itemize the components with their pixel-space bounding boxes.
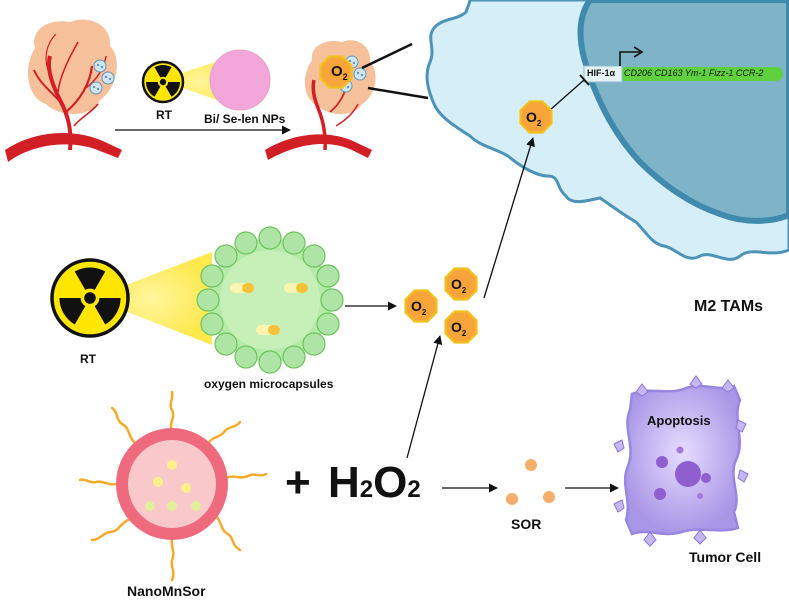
label-m2-tams: M2 TAMs xyxy=(694,298,764,315)
arrow-to-macrophage xyxy=(483,137,535,299)
label-h2o2: H2O2 xyxy=(328,458,421,508)
cancer-cell-icon xyxy=(89,81,103,95)
o2-sub: 2 xyxy=(536,118,542,128)
label-tumor-cell: Tumor Cell xyxy=(689,549,762,565)
tumor-vessel-right xyxy=(265,40,376,160)
tumor-vessel-left xyxy=(5,19,122,162)
radiation-icon xyxy=(141,60,185,104)
oxygen-microcapsule xyxy=(196,226,344,374)
o2-label-b: O2 xyxy=(451,276,466,295)
cancer-cell-icon xyxy=(93,59,107,73)
o2-label-macrophage: O2 xyxy=(526,109,541,128)
radiation-icon xyxy=(59,267,121,325)
inhibition-bar xyxy=(579,74,590,86)
h2o2-sub2: 2 xyxy=(407,476,421,503)
nucleus xyxy=(577,0,789,224)
label-oxygen-microcapsules: oxygen microcapsules xyxy=(204,377,334,391)
h2o2-o: O xyxy=(373,458,408,507)
label-genes: CD206 CD163 Ym-1 Fizz-1 CCR-2 xyxy=(624,68,764,78)
cancer-cell-icon xyxy=(101,71,115,85)
rt-top-group xyxy=(141,49,271,111)
o2-label-top: O2 xyxy=(331,63,348,82)
o2-o: O xyxy=(451,319,462,335)
label-sor: SOR xyxy=(511,516,542,532)
capsule-icon xyxy=(230,283,254,293)
cancer-cell-icon xyxy=(353,67,367,81)
label-hif: HIF-1α xyxy=(587,68,616,78)
o2-label-a: O2 xyxy=(411,298,426,317)
inhibition-line xyxy=(549,79,585,111)
o2-sub: 2 xyxy=(461,328,467,338)
gene-expression-bar xyxy=(583,46,783,83)
o2-label-c: O2 xyxy=(451,319,466,338)
nanomnsor-particle xyxy=(78,390,268,582)
label-rt-mid: RT xyxy=(80,352,96,366)
callout-line xyxy=(361,42,413,70)
label-plus: + xyxy=(285,458,311,507)
ligand-chains xyxy=(78,390,268,582)
bi-se-nanoparticle xyxy=(209,49,271,111)
o2-sub: 2 xyxy=(461,285,467,295)
o2-o: O xyxy=(331,63,343,80)
callout-line xyxy=(367,86,429,100)
capsule-icon xyxy=(284,283,308,293)
capsule-icon xyxy=(256,325,280,335)
o2-sub: 2 xyxy=(421,307,427,317)
sor-molecules xyxy=(506,459,555,505)
label-rt-top: RT xyxy=(156,108,172,122)
o2-sub: 2 xyxy=(342,72,348,82)
label-nanomnsor: NanoMnSor xyxy=(127,583,206,599)
h2o2-sub1: 2 xyxy=(359,476,374,503)
label-apoptosis: Apoptosis xyxy=(647,413,711,428)
o2-o: O xyxy=(411,298,422,314)
m2-macrophage xyxy=(425,0,789,261)
o2-o: O xyxy=(526,109,537,125)
tumor-cell xyxy=(613,375,749,547)
arrow-h2o2-to-o2 xyxy=(406,335,443,459)
h2o2-h: H xyxy=(328,458,360,507)
label-bi-se-nps: Bi/ Se-len NPs xyxy=(204,112,286,126)
o2-o: O xyxy=(451,276,462,292)
